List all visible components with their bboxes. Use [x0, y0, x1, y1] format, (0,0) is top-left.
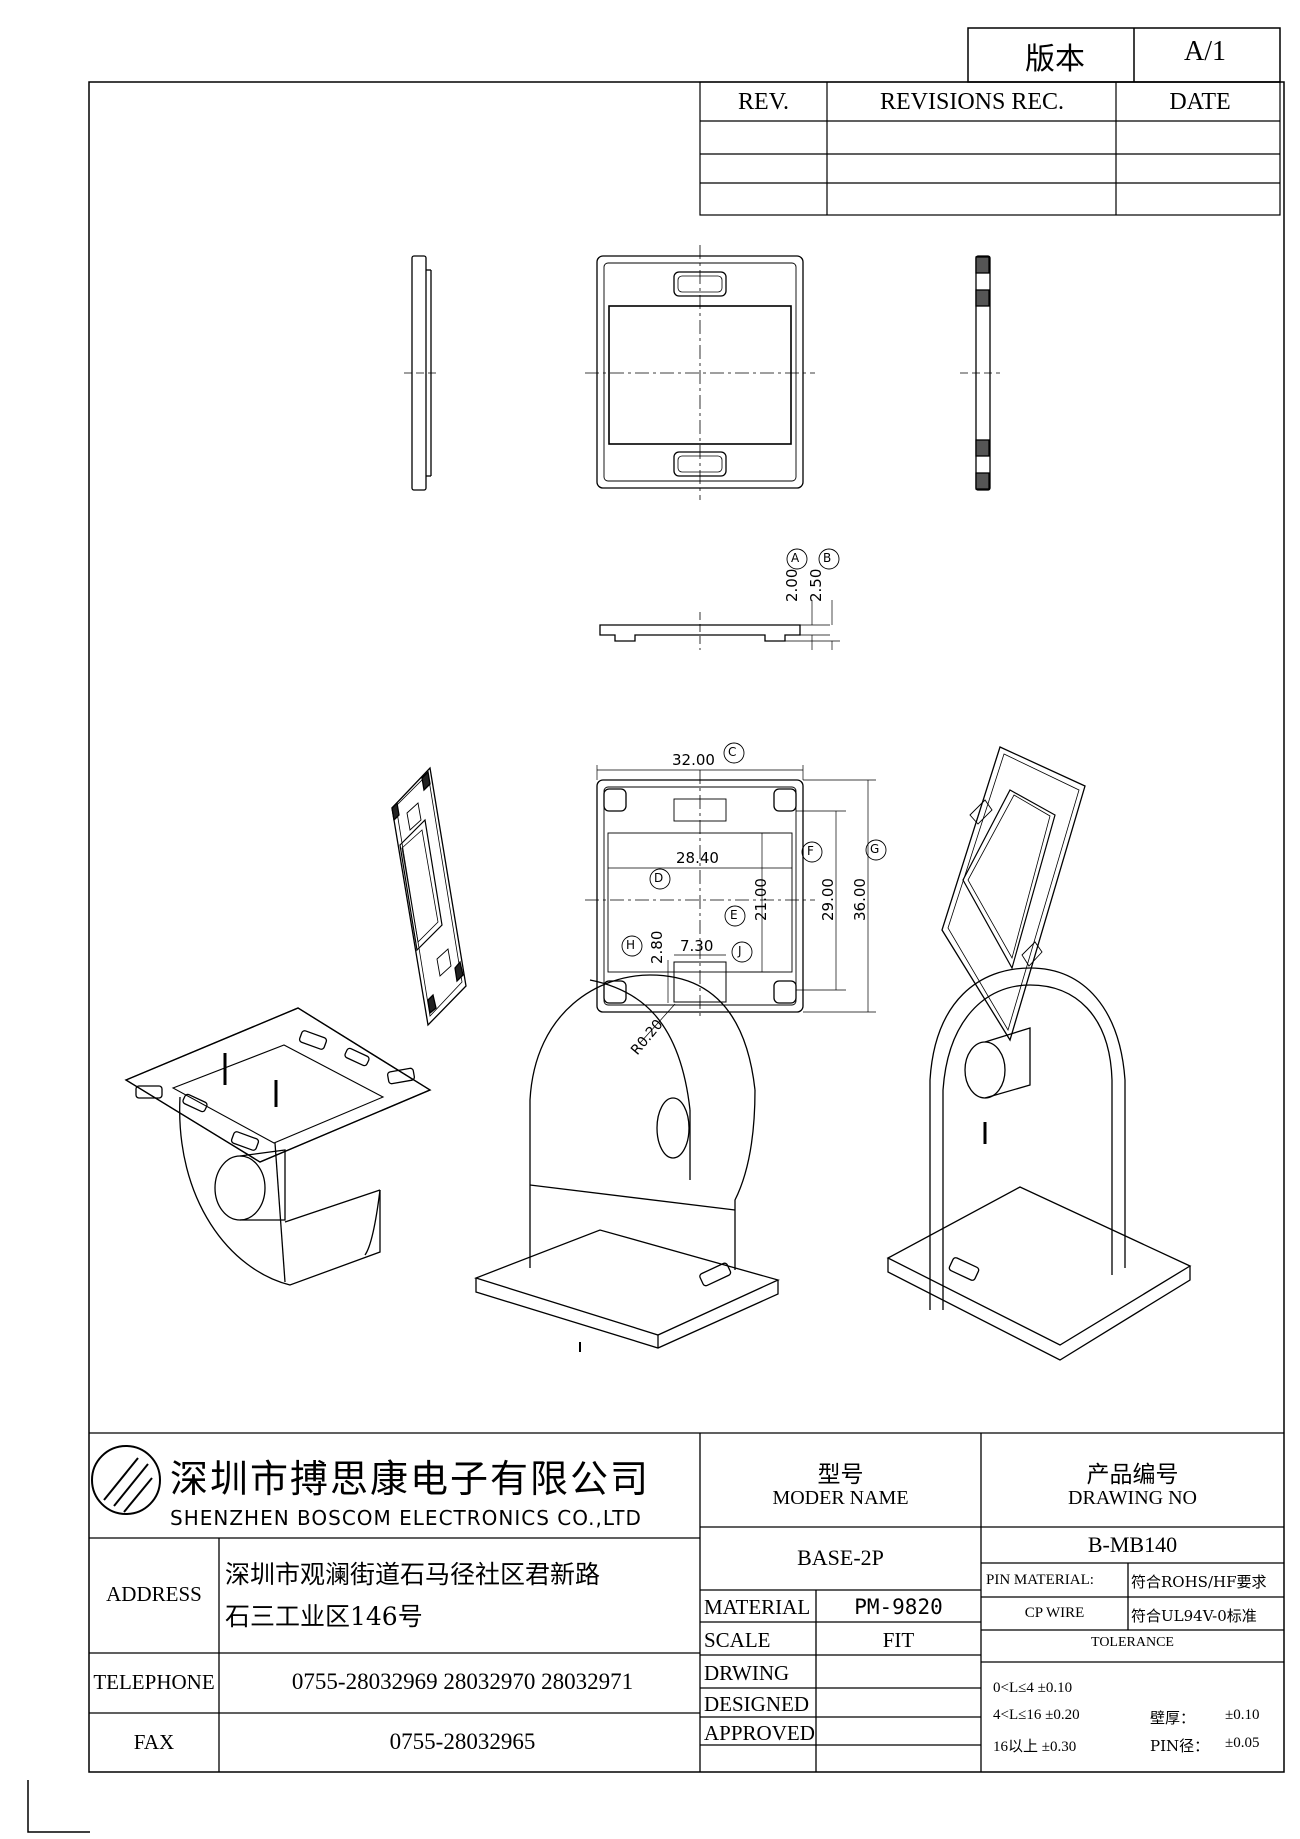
address-line1: 深圳市观澜街道石马径社区君新路: [225, 1560, 601, 1589]
dim-length-f: 29.00: [819, 878, 837, 921]
drawing-border: [88, 81, 1285, 1773]
dim-slot-j: 7.30: [680, 937, 714, 955]
company-name-en: SHENZHEN BOSCOM ELECTRONICS CO.,LTD: [170, 1506, 642, 1530]
corner-mark: [27, 1780, 90, 1833]
dim-window-d: 28.40: [676, 849, 719, 867]
iso-3d-right: [886, 967, 1192, 1361]
pin-diameter-label: PIN径：: [1150, 1737, 1210, 1755]
revisions-table: [699, 81, 1281, 216]
datum-c: C: [728, 745, 737, 759]
drawing-row-label: DRWING: [704, 1661, 790, 1685]
datum-g: G: [870, 842, 880, 856]
ul-compliance: 符合UL94V-0标准: [1131, 1607, 1257, 1625]
wall-thickness-label: 壁厚：: [1150, 1709, 1196, 1727]
thickness-view: [599, 600, 840, 650]
dim-slot-h: 2.80: [648, 930, 666, 964]
title-block-grid: [89, 1432, 1284, 1772]
datum-h: H: [626, 938, 636, 952]
datum-d: D: [654, 871, 664, 885]
datum-e: E: [730, 908, 738, 922]
dim-window-e: 21.00: [752, 878, 770, 921]
scale-value: FIT: [882, 1628, 915, 1652]
side-view-left: [404, 255, 440, 491]
rev-header: REV.: [738, 89, 789, 115]
tolerance-3: 16以上 ±0.30: [993, 1739, 1077, 1755]
telephone-label: TELEPHONE: [93, 1670, 215, 1694]
pin-material-value: CP WIRE: [1024, 1605, 1085, 1621]
iso-3d-left: [124, 1007, 432, 1286]
datum-circles: [621, 548, 887, 963]
pin-material-label: PIN MATERIAL:: [986, 1572, 1094, 1588]
fax-label: FAX: [133, 1730, 175, 1754]
tolerance-label: TOLERANCE: [1091, 1635, 1174, 1650]
iso-plate-left: [391, 766, 467, 1027]
datum-j: J: [738, 944, 742, 958]
iso-3d-middle: [474, 974, 780, 1352]
scale-label: SCALE: [704, 1628, 771, 1652]
tolerance-1: 0<L≤4 ±0.10: [993, 1680, 1073, 1696]
designed-label: DESIGNED: [704, 1692, 809, 1716]
material-label: MATERIAL: [704, 1595, 811, 1619]
side-view-right: [960, 255, 1000, 491]
company-name-cn: 深圳市搏思康电子有限公司: [170, 1457, 651, 1501]
date-header: DATE: [1169, 89, 1231, 115]
fax-value: 0755-28032965: [389, 1729, 536, 1754]
dim-thickness-a: 2.00: [783, 568, 801, 602]
datum-a: A: [791, 551, 800, 565]
version-label: 版本: [1025, 42, 1085, 77]
model-value: BASE-2P: [797, 1545, 884, 1570]
pin-diameter-value: ±0.05: [1225, 1735, 1260, 1751]
telephone-value: 0755-28032969 28032970 28032971: [291, 1669, 634, 1694]
datum-b: B: [823, 551, 832, 565]
iso-plate-right: [941, 746, 1086, 1042]
dim-width-c: 32.00: [672, 751, 715, 769]
version-value: A/1: [1184, 36, 1226, 67]
drawing-label-cn: 产品编号: [1086, 1462, 1179, 1488]
approved-label: APPROVED: [704, 1721, 815, 1745]
rohs-compliance: 符合ROHS/HF要求: [1131, 1573, 1267, 1591]
dim-length-g: 36.00: [851, 878, 869, 921]
drawing-number: B-MB140: [1087, 1532, 1178, 1557]
datum-f: F: [807, 844, 814, 858]
dim-thickness-b: 2.50: [807, 568, 825, 602]
address-label: ADDRESS: [106, 1582, 202, 1606]
plan-view-top: [585, 245, 815, 500]
wall-thickness-value: ±0.10: [1225, 1707, 1260, 1723]
model-label-cn: 型号: [817, 1462, 864, 1488]
company-logo: [91, 1445, 161, 1515]
tolerance-2: 4<L≤16 ±0.20: [993, 1707, 1080, 1723]
drawing-label-en: DRAWING NO: [1068, 1487, 1197, 1509]
material-value: PM-9820: [854, 1595, 943, 1619]
model-label-en: MODER NAME: [772, 1487, 909, 1509]
revisions-rec-header: REVISIONS REC.: [879, 89, 1065, 115]
address-line2: 石三工业区146号: [225, 1602, 423, 1631]
